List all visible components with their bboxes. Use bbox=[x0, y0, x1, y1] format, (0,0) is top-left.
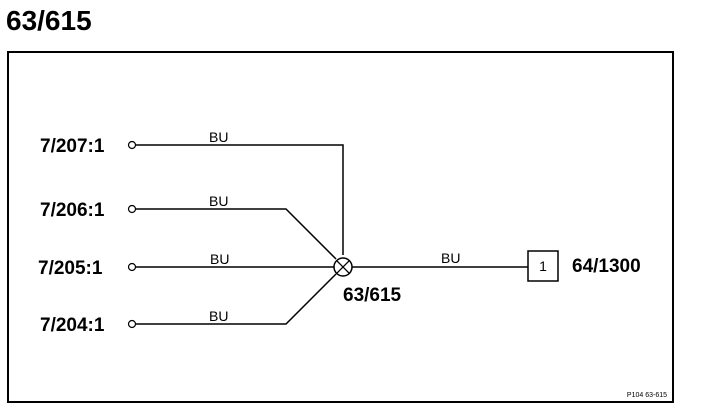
connector-label: 7/206:1 bbox=[40, 200, 105, 221]
footer-reference: P104 63-615 bbox=[627, 392, 667, 399]
output-connector-label: 64/1300 bbox=[572, 256, 641, 277]
wire-group-7-204: 7/204:1 BU bbox=[40, 273, 337, 336]
terminal-circle bbox=[127, 204, 137, 214]
terminal-circle bbox=[127, 140, 137, 150]
connector-pin-box bbox=[527, 250, 559, 282]
wire-group-7-206: 7/206:1 BU bbox=[40, 193, 337, 260]
wire-color-label: BU bbox=[210, 251, 229, 267]
wire-color-label: BU bbox=[209, 129, 228, 145]
connector-label: 7/207:1 bbox=[40, 136, 105, 157]
output-wire-group: BU bbox=[352, 250, 528, 268]
connector-label: 7/205:1 bbox=[38, 258, 103, 279]
output-wire-color-label: BU bbox=[441, 250, 460, 266]
terminal-circle bbox=[127, 319, 137, 329]
terminal-circle bbox=[127, 262, 137, 272]
wire-line bbox=[136, 144, 344, 255]
page-title: 63/615 bbox=[6, 5, 92, 36]
wire-line bbox=[136, 208, 337, 260]
output-connector: 1 64/1300 bbox=[527, 250, 641, 282]
diagram-frame bbox=[7, 51, 674, 403]
wire-group-7-205: 7/205:1 BU bbox=[38, 251, 334, 279]
splice-label: 63/615 bbox=[343, 285, 402, 306]
wire-color-label: BU bbox=[209, 308, 228, 324]
connector-label: 7/204:1 bbox=[40, 315, 105, 336]
splice-icon bbox=[333, 257, 353, 277]
wire-line bbox=[136, 273, 337, 325]
connector-pin-number: 1 bbox=[539, 258, 547, 274]
wire-group-7-207: 7/207:1 BU bbox=[40, 129, 344, 255]
wire-color-label: BU bbox=[209, 193, 228, 209]
